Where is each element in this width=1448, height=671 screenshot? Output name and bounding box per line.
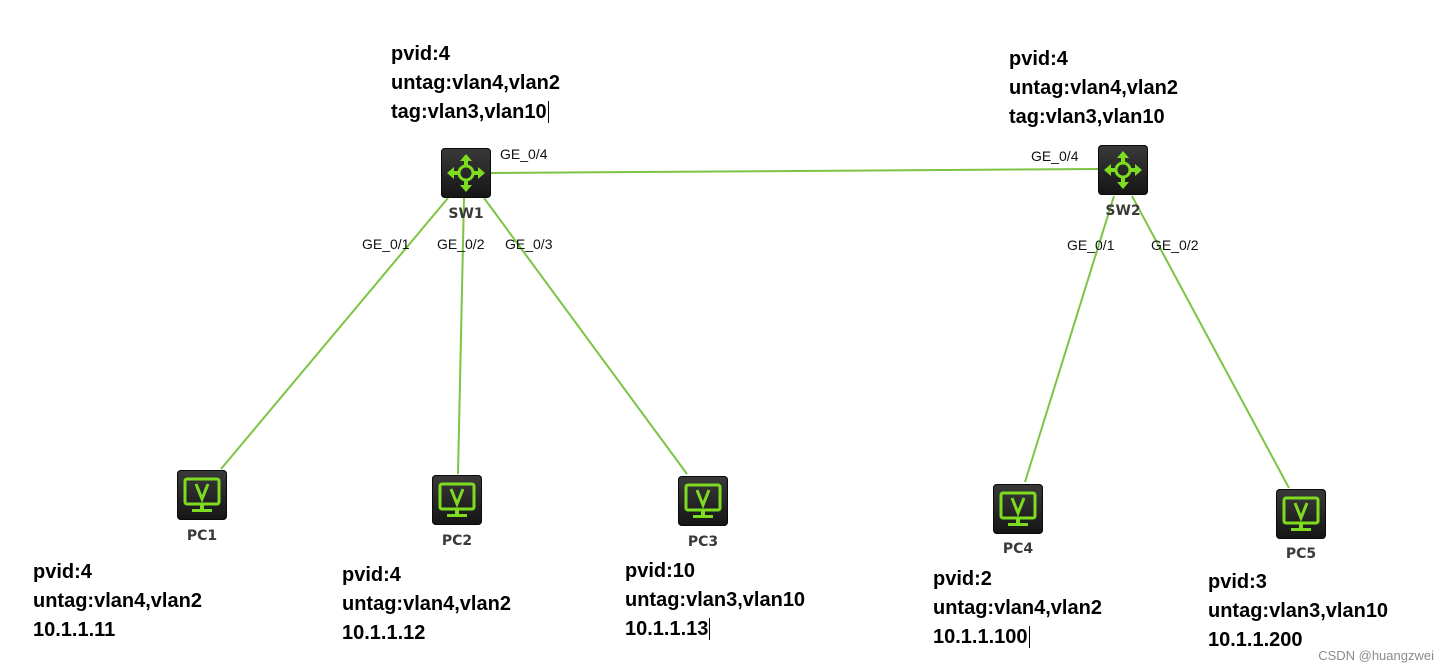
info-line: tag:vlan3,vlan10 <box>391 98 560 127</box>
pc4-config-info: pvid:2 untag:vlan4,vlan2 10.1.1.100 <box>933 565 1102 652</box>
link-sw1-pc1 <box>220 197 449 470</box>
link-sw1-pc2 <box>457 197 465 475</box>
info-line: 10.1.1.200 <box>1208 629 1303 651</box>
pc-icon[interactable] <box>1276 489 1326 539</box>
port-label-sw2-ge0-4: GE_0/4 <box>1031 148 1079 164</box>
pc-label: PC4 <box>1002 541 1034 557</box>
info-line: pvid:4 <box>391 43 450 65</box>
info-line: untag:vlan4,vlan2 <box>1009 77 1178 99</box>
link-sw2-pc5 <box>1131 195 1290 489</box>
watermark: CSDN @huangzwei <box>1318 648 1434 663</box>
info-line: 10.1.1.100 <box>933 623 1102 652</box>
switch-icon[interactable] <box>1098 145 1148 195</box>
link-sw2-pc4 <box>1024 195 1115 483</box>
switch-label: SW2 <box>1105 203 1141 219</box>
info-line-text: tag:vlan3,vlan10 <box>391 101 549 123</box>
pc2-config-info: pvid:4 untag:vlan4,vlan2 10.1.1.12 <box>342 561 511 648</box>
info-line: pvid:10 <box>625 560 696 582</box>
info-line: pvid:2 <box>933 568 992 590</box>
pc-icon[interactable] <box>177 470 227 520</box>
sw2-config-info: pvid:4 untag:vlan4,vlan2 tag:vlan3,vlan1… <box>1009 45 1178 132</box>
info-line: untag:vlan4,vlan2 <box>933 597 1102 619</box>
switch-icon[interactable] <box>441 148 491 198</box>
pc-label: PC3 <box>687 534 719 550</box>
info-line: pvid:3 <box>1208 571 1267 593</box>
info-line: pvid:4 <box>33 561 92 583</box>
info-line: pvid:4 <box>342 564 401 586</box>
info-line: untag:vlan3,vlan10 <box>1208 600 1389 622</box>
info-line: 10.1.1.11 <box>33 619 116 641</box>
sw1-config-info: pvid:4 untag:vlan4,vlan2 tag:vlan3,vlan1… <box>391 40 560 127</box>
info-line-text: 10.1.1.100 <box>933 626 1030 648</box>
link-sw1-pc3 <box>483 197 688 475</box>
pc-icon[interactable] <box>432 475 482 525</box>
pc5-config-info: pvid:3 untag:vlan3,vlan10 10.1.1.200 <box>1208 568 1388 655</box>
pc-icon[interactable] <box>678 476 728 526</box>
pc-label: PC2 <box>441 533 473 549</box>
port-label-sw2-ge0-2: GE_0/2 <box>1151 237 1199 253</box>
pc-label: PC1 <box>186 528 218 544</box>
info-line: pvid:4 <box>1009 48 1068 70</box>
info-line-text: 10.1.1.13 <box>625 618 711 640</box>
port-label-sw1-ge0-2: GE_0/2 <box>437 236 485 252</box>
info-line: 10.1.1.13 <box>625 615 805 644</box>
pc3-config-info: pvid:10 untag:vlan3,vlan10 10.1.1.13 <box>625 557 805 644</box>
port-label-sw1-ge0-3: GE_0/3 <box>505 236 553 252</box>
info-line: tag:vlan3,vlan10 <box>1009 106 1165 128</box>
info-line: untag:vlan4,vlan2 <box>342 593 511 615</box>
link-sw1-sw2 <box>489 168 1099 174</box>
port-label-sw1-ge0-1: GE_0/1 <box>362 236 410 252</box>
info-line: untag:vlan3,vlan10 <box>625 589 806 611</box>
info-line: untag:vlan4,vlan2 <box>33 590 202 612</box>
port-label-sw1-ge0-4: GE_0/4 <box>500 146 548 162</box>
switch-label: SW1 <box>448 206 484 222</box>
pc-label: PC5 <box>1285 546 1317 562</box>
info-line: untag:vlan4,vlan2 <box>391 72 560 94</box>
info-line: 10.1.1.12 <box>342 622 426 644</box>
pc-icon[interactable] <box>993 484 1043 534</box>
pc1-config-info: pvid:4 untag:vlan4,vlan2 10.1.1.11 <box>33 558 202 645</box>
port-label-sw2-ge0-1: GE_0/1 <box>1067 237 1115 253</box>
